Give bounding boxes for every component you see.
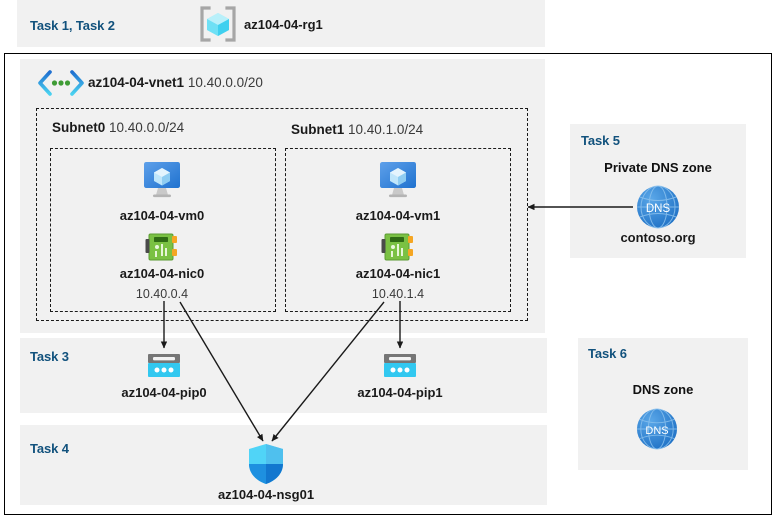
nsg-name: az104-04-nsg01	[217, 487, 315, 502]
vnet-address-space: 10.40.0.0/20	[187, 75, 263, 90]
dns-zone-icon: DNS	[636, 185, 680, 229]
dns-icon-text: DNS	[646, 203, 671, 215]
resource-group-name: az104-04-rg1	[244, 17, 323, 32]
vnet-name: az104-04-vnet1	[88, 75, 185, 90]
nic-1-name: az104-04-nic1	[355, 266, 441, 281]
network-interface-icon	[381, 232, 415, 262]
task-label-1-2: Task 1, Task 2	[30, 18, 115, 33]
nic-0-ip: 10.40.0.4	[135, 287, 189, 301]
nic-1-ip: 10.40.1.4	[371, 287, 425, 301]
dns-zone-icon: DNS	[636, 408, 678, 450]
resource-group-header-band	[17, 0, 545, 47]
public-ip-address-icon	[382, 352, 418, 380]
private-dns-heading: Private DNS zone	[604, 160, 712, 175]
task-label-4: Task 4	[30, 441, 69, 456]
subnet-0-cidr: 10.40.0.0/24	[109, 120, 185, 135]
subnet-1-name: Subnet1	[291, 122, 345, 137]
network-security-group-icon	[247, 443, 285, 485]
nic-0-name: az104-04-nic0	[119, 266, 205, 281]
dns-icon-text: DNS	[645, 425, 668, 437]
subnet-0-title: Subnet0 10.40.0.0/24	[52, 120, 184, 135]
network-interface-icon	[145, 232, 179, 262]
virtual-network-icon	[38, 70, 84, 96]
virtual-network-area	[20, 59, 545, 333]
virtual-machine-icon	[141, 160, 183, 198]
subnet-1-title: Subnet1 10.40.1.0/24	[291, 122, 423, 137]
private-dns-zone-name: contoso.org	[620, 230, 696, 245]
subnet-0-name: Subnet0	[52, 120, 106, 135]
pip-0-name: az104-04-pip0	[121, 385, 207, 400]
virtual-machine-icon	[377, 160, 419, 198]
vnet-title: az104-04-vnet1 10.40.0.0/20	[88, 75, 263, 90]
subnet-1-cidr: 10.40.1.0/24	[348, 122, 424, 137]
task-label-3: Task 3	[30, 349, 69, 364]
subnet-0-inner-box	[50, 148, 276, 312]
public-ip-band	[20, 338, 547, 413]
pip-1-name: az104-04-pip1	[357, 385, 443, 400]
public-dns-heading: DNS zone	[632, 382, 694, 397]
vm-0-name: az104-04-vm0	[119, 208, 205, 223]
vm-1-name: az104-04-vm1	[355, 208, 441, 223]
task-label-5: Task 5	[581, 133, 620, 148]
resource-group-icon	[197, 5, 239, 43]
task-label-6: Task 6	[588, 346, 627, 361]
subnet-1-inner-box	[285, 148, 511, 312]
public-ip-address-icon	[146, 352, 182, 380]
